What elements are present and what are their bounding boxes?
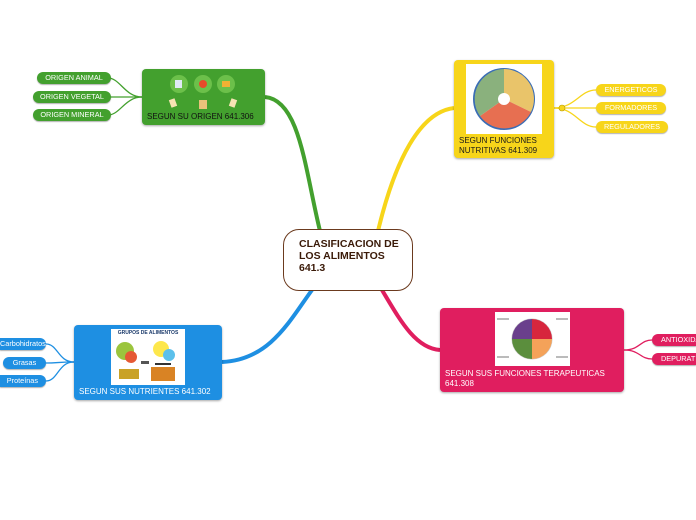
central-topic[interactable]: CLASIFICACION DE LOS ALIMENTOS 641.3 [283,229,413,291]
terapeuticas-item-antioxidantes[interactable]: ANTIOXIDANTES [652,334,696,346]
nutritivas-item-reguladores[interactable]: REGULADORES [596,121,668,133]
nutrientes-item-grasas[interactable]: Grasas [3,357,46,369]
origen-item-vegetal[interactable]: ORIGEN VEGETAL [33,91,111,103]
origen-item-animal[interactable]: ORIGEN ANIMAL [37,72,111,84]
link-origen [264,95,322,232]
link-funciones-nutritivas [376,106,455,232]
nutritivas-item-formadores[interactable]: FORMADORES [596,102,666,114]
link-nutrientes [221,288,314,364]
topic-funciones-nutritivas-label: SEGUN FUNCIONES NUTRITIVAS 641.309 [459,136,538,155]
central-title: CLASIFICACION DE LOS ALIMENTOS 641.3 [299,238,399,274]
topic-funciones-terapeuticas-label: SEGUN SUS FUNCIONES TERAPEUTICAS 641.308 [445,369,605,388]
nutritivas-item-energeticos[interactable]: ENERGETICOS [596,84,666,96]
therapeutic-foods-image [495,312,570,366]
food-groups-image-title: GRUPOS DE ALIMENTOS [117,330,179,336]
topic-origen-label: SEGUN SU ORIGEN 641.306 [147,112,254,121]
nutrientes-item-carbohidratos[interactable]: Carbohidratos [0,338,46,350]
terapeuticas-item-depurativos[interactable]: DEPURATIVOS [652,353,696,365]
topic-nutrientes[interactable]: GRUPOS DE ALIMENTOS SEGUN SUS NUTRIENTES… [74,325,222,400]
link-funciones-terapeuticas [380,288,441,352]
nutrientes-item-proteinas[interactable]: Proteínas [0,375,46,387]
topic-nutrientes-label: SEGUN SUS NUTRIENTES 641.302 [79,387,211,396]
food-groups-illustration [116,341,175,381]
origen-item-mineral[interactable]: ORIGEN MINERAL [33,109,111,121]
topic-funciones-terapeuticas[interactable]: SEGUN SUS FUNCIONES TERAPEUTICAS 641.308 [440,308,624,392]
food-origin-image [168,75,238,109]
note-icon [558,104,566,112]
nutrition-wheel-image [466,64,542,134]
topic-origen[interactable]: SEGUN SU ORIGEN 641.306 [142,69,265,125]
topic-funciones-nutritivas[interactable]: SEGUN FUNCIONES NUTRITIVAS 641.309 [454,60,554,158]
food-groups-image: GRUPOS DE ALIMENTOS [111,329,185,385]
